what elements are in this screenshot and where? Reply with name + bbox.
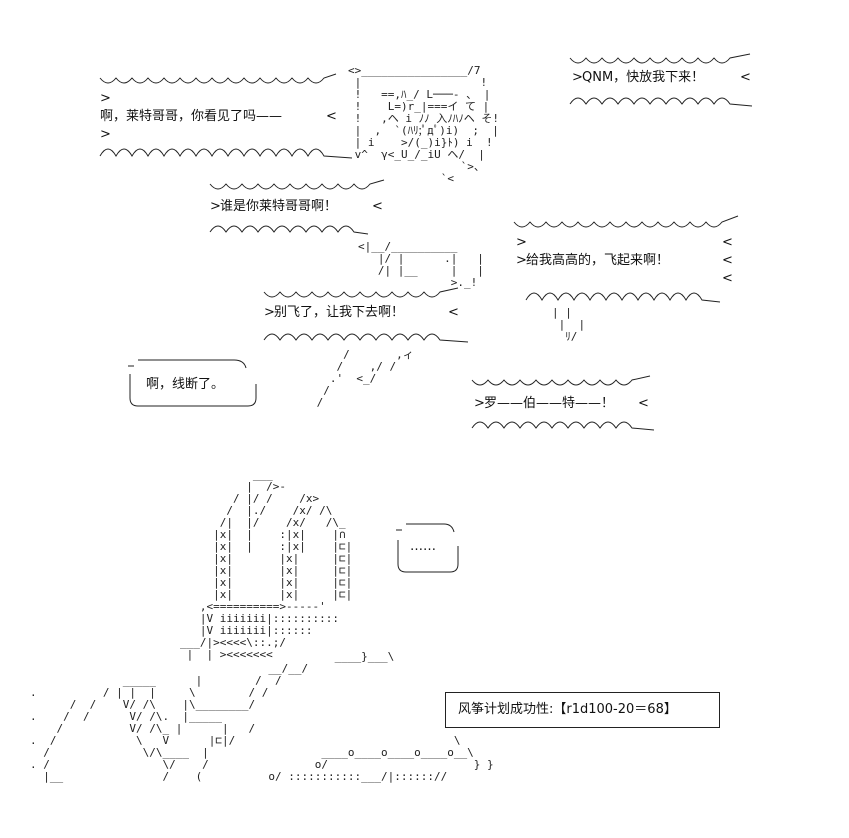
bubble-3-arrow-left: > bbox=[210, 199, 221, 214]
bubble-5-arrow-left: > bbox=[264, 305, 275, 320]
kite-art: <>________________/7 | ! ! ==,ﾊ_/ L───- … bbox=[348, 64, 499, 185]
result-box bbox=[445, 692, 720, 728]
bubble-7-arrow-right: < bbox=[638, 396, 649, 411]
bubble-8-outline bbox=[396, 523, 459, 573]
bubble-4-text: 给我高高的，飞起来啊！ bbox=[526, 253, 670, 268]
bubble-2-text: QNM，快放我下来！ bbox=[582, 70, 705, 85]
bubble-4-arrow-left-b: > bbox=[516, 253, 527, 268]
kite-tail-art: | | | | ﾘ/ bbox=[552, 306, 586, 343]
bubble-1-text: 啊，莱特哥哥，你看见了吗—— bbox=[100, 109, 283, 124]
bubble-4-arrow-right-c: < bbox=[722, 271, 733, 286]
bubble-1-arrow-left: > bbox=[100, 91, 111, 106]
bubble-7-outline bbox=[471, 375, 655, 431]
bubble-7-arrow-left: > bbox=[474, 396, 485, 411]
bubble-1-outline bbox=[99, 73, 353, 159]
bubble-5-outline bbox=[263, 287, 469, 343]
bubble-3-arrow-right: < bbox=[372, 199, 383, 214]
bubble-5-text: 别飞了，让我下去啊！ bbox=[274, 305, 405, 320]
robot-head-art: ___ | />- / |/ / /x> / |./ /x/ /\ /| |/ … bbox=[180, 468, 353, 661]
bubble-6-outline bbox=[128, 359, 257, 407]
bubble-4-arrow-right-b: < bbox=[722, 253, 733, 268]
bubble-2-outline bbox=[569, 53, 753, 107]
bubble-3-outline bbox=[209, 179, 385, 235]
bubble-6-text: 啊，线断了。 bbox=[146, 377, 225, 392]
bubble-2-arrow-left: > bbox=[572, 70, 583, 85]
bubble-7-text: 罗——伯——特——！ bbox=[484, 396, 615, 411]
bubble-5-arrow-right: < bbox=[448, 305, 459, 320]
robot-body-art: ____}___\ __/__/ _____ | / / . / | | | \… bbox=[30, 650, 494, 783]
result-text: 风筝计划成功性:【r1d100-20＝68】 bbox=[458, 702, 677, 717]
bubble-2-arrow-right: < bbox=[740, 70, 751, 85]
bubble-4-arrow-left: > bbox=[516, 235, 527, 250]
kite-frame-art: <|__/__________ |/ | .| | /| |__ | | >._… bbox=[358, 240, 484, 289]
string-art: / ,ィ / ,/ / .' <_/ / / bbox=[316, 348, 414, 409]
bubble-4-arrow-right: < bbox=[722, 235, 733, 250]
bubble-8-text: …… bbox=[410, 539, 436, 554]
bubble-1-arrow-right: < bbox=[326, 109, 337, 124]
bubble-1-arrow-left-b: > bbox=[100, 127, 111, 142]
bubble-4-outline bbox=[513, 215, 739, 303]
bubble-3-text: 谁是你莱特哥哥啊！ bbox=[220, 199, 338, 214]
